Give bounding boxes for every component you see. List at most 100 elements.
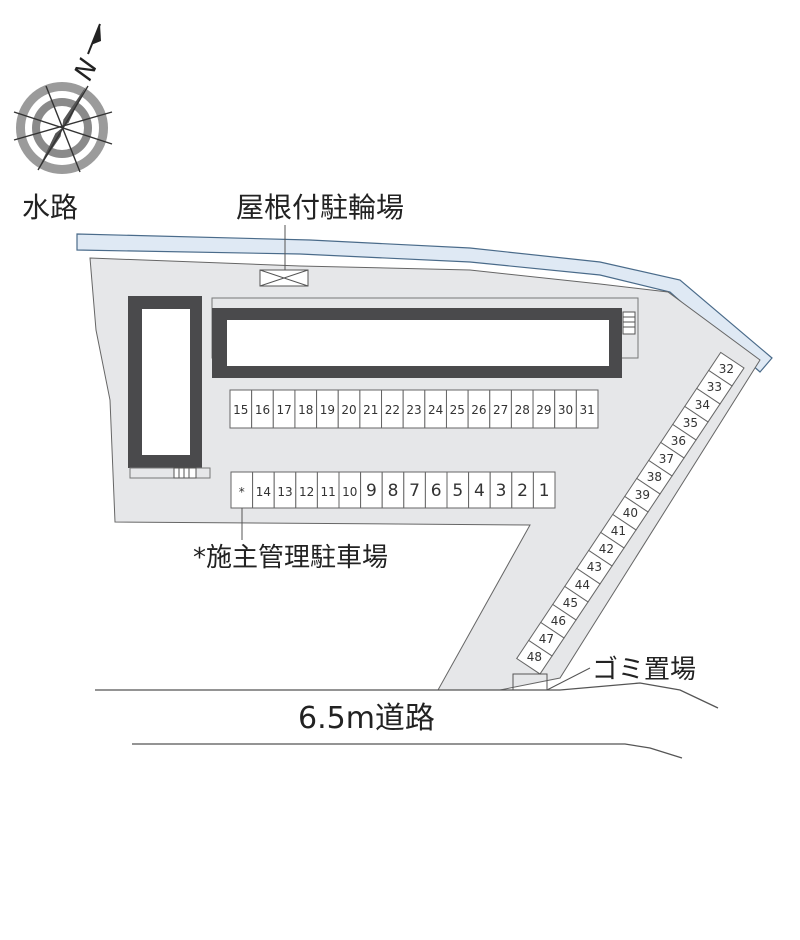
stall-number: 13 (277, 485, 292, 499)
parking-stall: 10 (338, 471, 362, 509)
stall-number: 17 (276, 403, 291, 417)
parking-stall: 22 (381, 389, 404, 429)
stall-number: 8 (388, 481, 399, 501)
bike-roof-marker (259, 225, 309, 287)
road-label: 6.5m道路 (298, 701, 435, 736)
stall-number: 34 (695, 398, 710, 412)
stall-number: 26 (471, 403, 486, 417)
parking-stall: 8 (381, 471, 405, 509)
parking-stall: * (230, 471, 254, 509)
parking-stall: 3 (489, 471, 513, 509)
stall-number: 29 (536, 403, 551, 417)
stair-main (622, 311, 636, 335)
stall-number: 45 (563, 596, 578, 610)
parking-stall: 16 (251, 389, 274, 429)
stall-number: 9 (366, 481, 377, 501)
parking-stall: 7 (403, 471, 426, 509)
parking-stall: 26 (467, 389, 491, 429)
parking-stall: 24 (424, 389, 447, 429)
parking-stall: 13 (273, 471, 297, 509)
building-main (212, 308, 622, 378)
stall-number: 36 (671, 434, 686, 448)
owner-parking-label: *施主管理駐車場 (193, 543, 388, 573)
stall-number: 11 (321, 485, 336, 499)
parking-stall: 4 (468, 471, 491, 509)
stall-number: * (239, 485, 245, 499)
water-channel (76, 233, 773, 373)
stall-number: 23 (406, 403, 421, 417)
stall-number: 12 (299, 485, 314, 499)
stall-number: 40 (623, 506, 638, 520)
road (95, 682, 719, 759)
parking-stall: 14 (252, 471, 275, 509)
parking-stall: 15 (229, 389, 253, 429)
parking-stall: 17 (272, 389, 296, 429)
stall-number: 16 (255, 403, 270, 417)
stall-number: 35 (683, 416, 698, 430)
stall-number: 3 (496, 481, 507, 501)
parking-stall: 32 (708, 351, 745, 387)
stall-number: 48 (527, 650, 542, 664)
compass-icon (13, 82, 113, 174)
stall-number: 2 (517, 481, 528, 501)
parking-stall: 29 (532, 389, 556, 429)
parking-stall: 20 (337, 389, 361, 429)
stall-number: 19 (320, 403, 335, 417)
building-side (128, 296, 211, 479)
parking-stall: 12 (295, 471, 318, 509)
stall-number: 30 (558, 403, 573, 417)
stall-number: 18 (298, 403, 313, 417)
stall-number: 15 (233, 403, 248, 417)
parking-stall: 1 (532, 471, 556, 509)
parking-stall: 41 (600, 513, 637, 549)
stall-number: 41 (611, 524, 626, 538)
stall-number: 46 (551, 614, 566, 628)
stall-number: 42 (599, 542, 614, 556)
parking-stall: 30 (554, 389, 577, 429)
stall-number: 32 (719, 362, 734, 376)
stall-number: 33 (707, 380, 722, 394)
parking-stall: 6 (424, 471, 448, 509)
stair-side (173, 467, 197, 479)
stall-number: 10 (342, 485, 357, 499)
parking-stall: 5 (446, 471, 470, 509)
stall-number: 6 (431, 481, 442, 501)
stall-number: 27 (493, 403, 508, 417)
stall-number: 31 (580, 403, 595, 417)
parking-stall: 48 (516, 639, 553, 675)
water-label: 水路 (22, 191, 78, 224)
north-arrow-icon (87, 23, 101, 55)
stall-number: 39 (635, 488, 650, 502)
stall-number: 25 (450, 403, 465, 417)
parking-stall: 25 (445, 389, 469, 429)
parking-stall: 11 (316, 471, 340, 509)
stall-number: 47 (539, 632, 554, 646)
stall-number: 28 (515, 403, 530, 417)
stall-number: 21 (363, 403, 378, 417)
parking-stall: 31 (575, 389, 599, 429)
stall-number: 37 (659, 452, 674, 466)
stall-number: 20 (341, 403, 356, 417)
parking-stall: 18 (294, 389, 318, 429)
stall-number: 5 (452, 481, 463, 501)
parking-stall: 28 (510, 389, 534, 429)
stall-number: 1 (539, 481, 550, 501)
stall-number: 14 (256, 485, 271, 499)
bike-roof-label: 屋根付駐輪場 (236, 191, 404, 224)
stall-number: 24 (428, 403, 443, 417)
trash-label: ゴミ置場 (592, 655, 696, 685)
stall-number: 7 (409, 481, 420, 501)
parking-stall: 2 (511, 471, 534, 509)
parking-stall: 9 (360, 471, 383, 509)
stall-number: 43 (587, 560, 602, 574)
parking-stall: 19 (316, 389, 339, 429)
stall-number: 38 (647, 470, 662, 484)
parking-stall: 23 (402, 389, 426, 429)
parking-stall: 27 (489, 389, 512, 429)
parking-stall: 39 (624, 477, 661, 513)
parking-stall: 21 (359, 389, 383, 429)
